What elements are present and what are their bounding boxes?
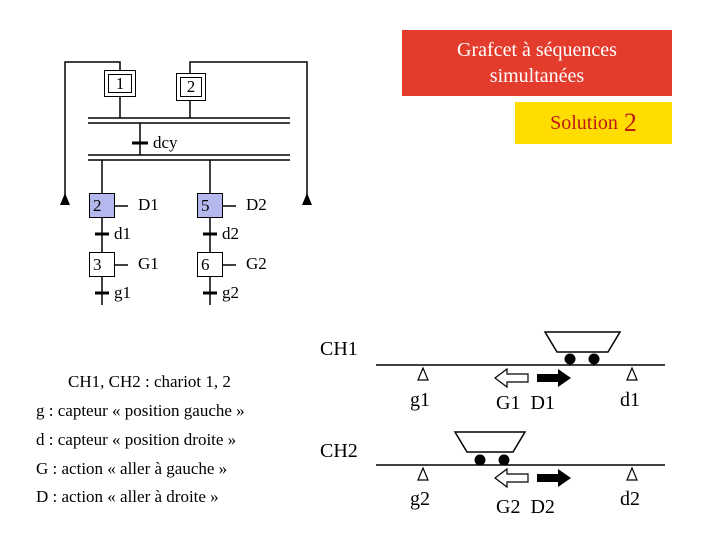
arrow-left-outline-icon [494,467,529,489]
step-5: 5 [197,193,223,218]
sensor-d2-label: d2 [620,488,640,510]
cart-ch2 [453,431,527,453]
sensor-d2-icon [626,466,638,481]
solution-number: 2 [623,108,637,137]
transition-g2: g2 [222,283,239,302]
action-d2: D2 [246,195,267,214]
transition-g1: g1 [114,283,131,302]
step-3: 3 [89,252,115,277]
solution-label: Solution [550,111,618,134]
step-2-initial: 2 [176,73,206,101]
solution-box: Solution 2 [515,102,672,144]
arrow-up-left [60,193,70,205]
legend-line: D : action « aller à droite » [36,487,219,506]
loop-line-right [189,61,308,200]
transition-dcy: dcy [153,133,178,152]
wheel [498,454,510,466]
actions-ch1-label: G1 D1 [496,392,555,414]
sensor-g1-label: g1 [410,389,430,411]
wheel [564,353,576,365]
transition-d1: d1 [114,224,131,243]
action-g2: G2 [246,254,267,273]
track-ch1-label: CH1 [320,338,358,360]
sensor-d1-icon [626,366,638,381]
wheel [588,353,600,365]
cart-ch1 [543,331,622,353]
arrow-up-right [302,193,312,205]
step-2: 2 [89,193,115,218]
arrow-left-outline-icon [494,367,529,389]
title-line-2: simultanées [489,65,585,87]
sensor-d1-label: d1 [620,389,640,411]
arrow-right-solid-icon [537,369,571,387]
step-1: 1 [104,70,136,97]
legend-line: CH1, CH2 : chariot 1, 2 [68,372,231,391]
actions-ch2-label: G2 D2 [496,496,555,518]
legend-line: g : capteur « position gauche » [36,401,245,420]
action-g1: G1 [138,254,159,273]
sensor-g2-icon [417,466,429,481]
loop-line-left [64,61,121,200]
track-ch2-label: CH2 [320,440,358,462]
step-6: 6 [197,252,223,277]
legend-line: G : action « aller à gauche » [36,459,228,478]
wheel [474,454,486,466]
sensor-g1-icon [417,366,429,381]
action-d1: D1 [138,195,159,214]
arrow-right-solid-icon [537,469,571,487]
sensor-g2-label: g2 [410,488,430,510]
transition-d2: d2 [222,224,239,243]
title-line-1: Grafcet à séquences [457,39,617,61]
legend-line: d : capteur « position droite » [36,430,237,449]
title-box: Grafcet à séquences simultanées [402,30,672,96]
